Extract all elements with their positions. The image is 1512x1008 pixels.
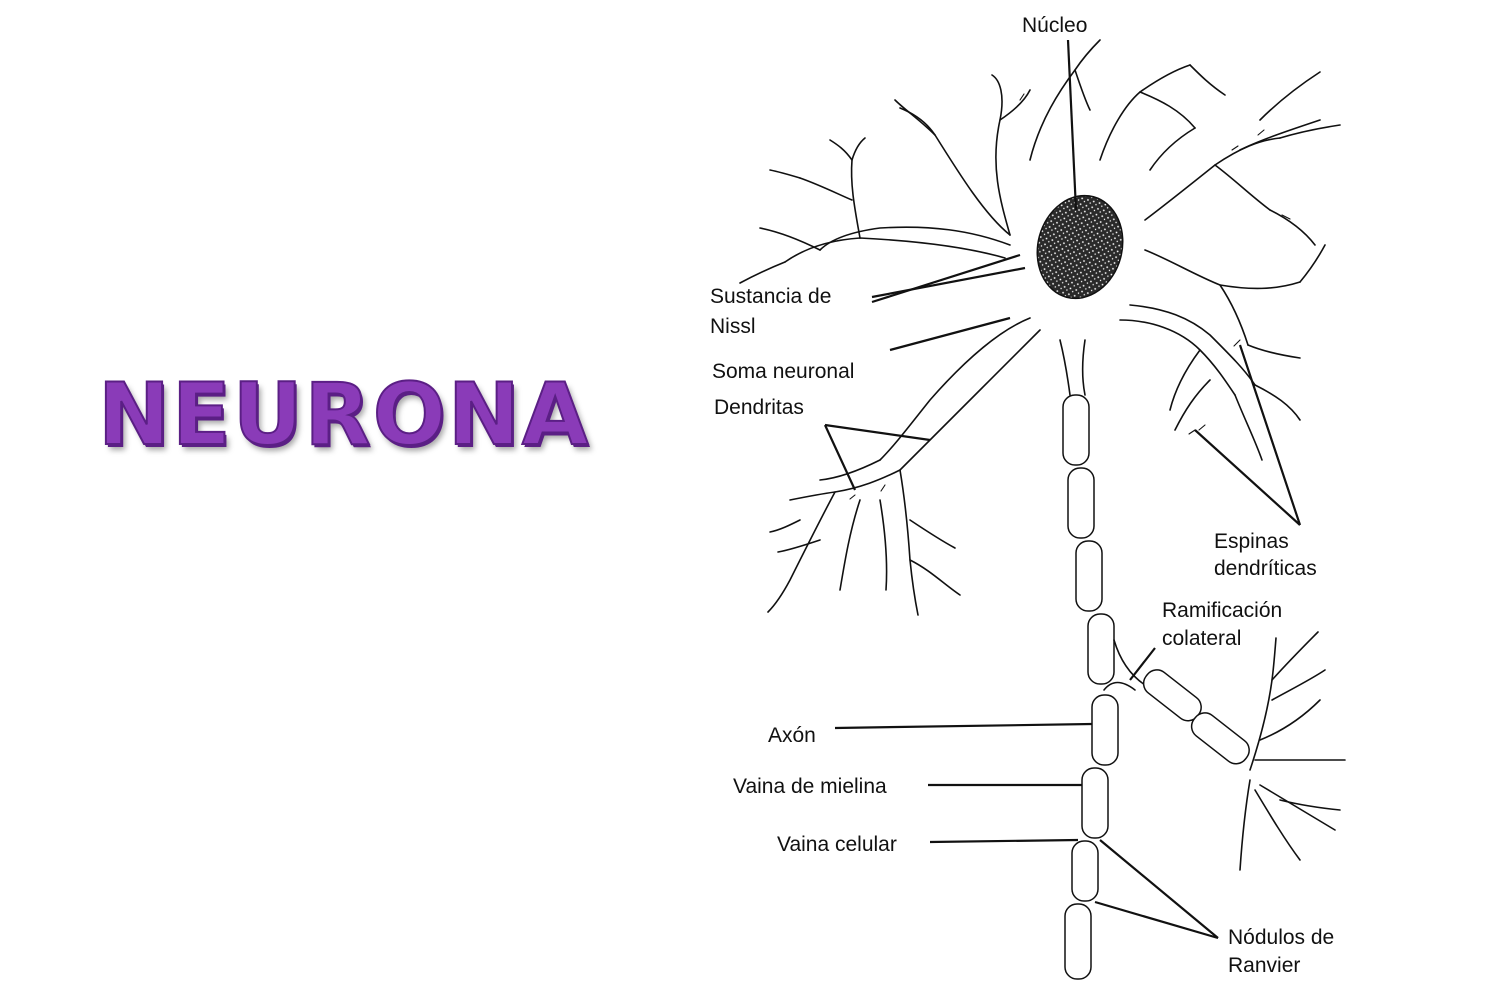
axon <box>1059 339 1119 980</box>
label-nissl-1: Sustancia de <box>710 285 831 308</box>
label-nissl-2: Nissl <box>710 315 756 338</box>
label-dendritas: Dendritas <box>714 396 804 419</box>
label-soma: Soma neuronal <box>712 360 854 383</box>
label-celular: Vaina celular <box>777 833 897 856</box>
label-nodulos-2: Ranvier <box>1228 954 1300 977</box>
label-ramificacion-2: colateral <box>1162 627 1241 650</box>
label-nucleo: Núcleo <box>1022 14 1087 37</box>
label-espinas-1: Espinas <box>1214 530 1289 553</box>
labels: Núcleo Sustancia de Nissl Soma neuronal … <box>710 14 1334 977</box>
label-espinas-2: dendríticas <box>1214 557 1317 580</box>
page-title: NEURONA <box>97 365 591 465</box>
label-nodulos-1: Nódulos de <box>1228 926 1334 949</box>
nucleus <box>1036 194 1124 300</box>
leader-lines <box>824 39 1302 940</box>
label-mielina: Vaina de mielina <box>733 775 887 798</box>
dendritic-spines <box>849 93 1291 500</box>
label-ramificacion-1: Ramificación <box>1162 599 1282 622</box>
label-axon: Axón <box>768 724 816 747</box>
dendrite-branches <box>739 64 1346 871</box>
collateral-branch <box>1103 639 1250 765</box>
